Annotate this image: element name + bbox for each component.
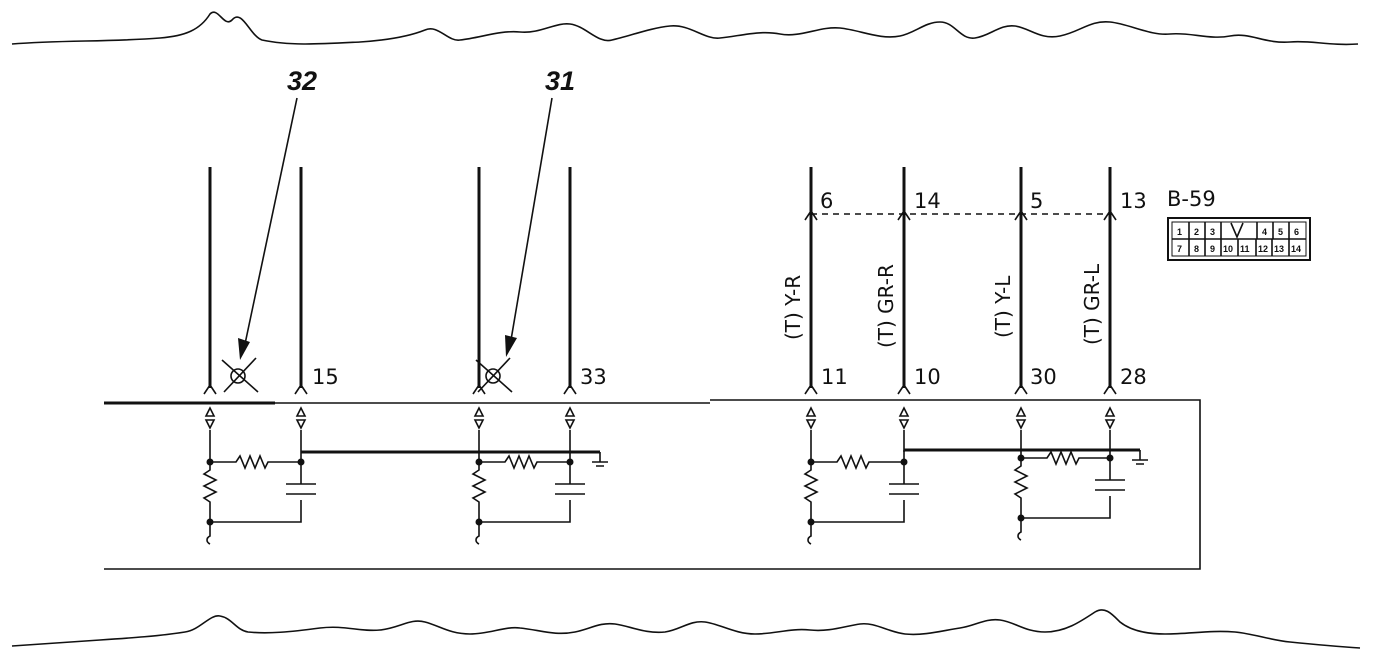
wire-left-1 [203, 167, 217, 395]
component-box [104, 399, 1201, 570]
terminal-5: 5 [1030, 189, 1043, 213]
terminal-10: 10 [914, 365, 941, 389]
pin-1: 1 [1177, 227, 1182, 237]
wire-y-l [1014, 167, 1028, 395]
pin-7: 7 [1177, 244, 1182, 254]
torn-edge-bottom [11, 609, 1361, 649]
filter-circuit-c [803, 407, 1140, 545]
wire-gr-r [897, 167, 911, 395]
wire-y-r [804, 167, 818, 395]
pin-8: 8 [1194, 244, 1199, 254]
pin-10: 10 [1223, 244, 1233, 254]
terminal-28: 28 [1120, 365, 1147, 389]
wire-gr-l [1103, 167, 1117, 395]
wire-mid-2 [563, 167, 577, 395]
terminal-14: 14 [914, 189, 941, 213]
pin-13: 13 [1274, 244, 1284, 254]
pin-4: 4 [1262, 227, 1267, 237]
pin-12: 12 [1258, 244, 1268, 254]
terminal-6: 6 [820, 189, 833, 213]
terminal-30: 30 [1030, 365, 1057, 389]
filter-circuit-d [1013, 407, 1148, 541]
terminal-33: 33 [580, 365, 607, 389]
pin-3: 3 [1210, 227, 1215, 237]
wire-mid-1 [472, 167, 486, 395]
pin-9: 9 [1210, 244, 1215, 254]
terminal-15: 15 [312, 365, 339, 389]
pin-11: 11 [1240, 244, 1250, 254]
pin-2: 2 [1194, 227, 1199, 237]
filter-circuit-a [202, 407, 600, 545]
callout-label-32: 32 [287, 66, 317, 96]
wire-code-y-r: (T) Y-R [781, 275, 805, 340]
torn-edge-top [11, 11, 1359, 46]
cut-mark-31 [475, 357, 513, 393]
wire-left-2 [294, 167, 308, 395]
wire-code-gr-l: (T) GR-L [1080, 263, 1104, 345]
cut-mark-32 [221, 357, 259, 393]
callout-arrow-32 [238, 97, 298, 360]
wire-code-gr-r: (T) GR-R [874, 264, 898, 348]
callout-label-31: 31 [545, 66, 575, 96]
connector-face [1167, 217, 1311, 261]
terminal-13: 13 [1120, 189, 1147, 213]
filter-circuit-b [471, 407, 608, 545]
pin-5: 5 [1278, 227, 1283, 237]
connector-name: B-59 [1167, 187, 1216, 211]
terminal-11: 11 [821, 365, 848, 389]
wire-code-y-l: (T) Y-L [991, 275, 1015, 338]
pin-14: 14 [1291, 244, 1301, 254]
pin-6: 6 [1294, 227, 1299, 237]
callout-arrow-31 [505, 97, 553, 357]
